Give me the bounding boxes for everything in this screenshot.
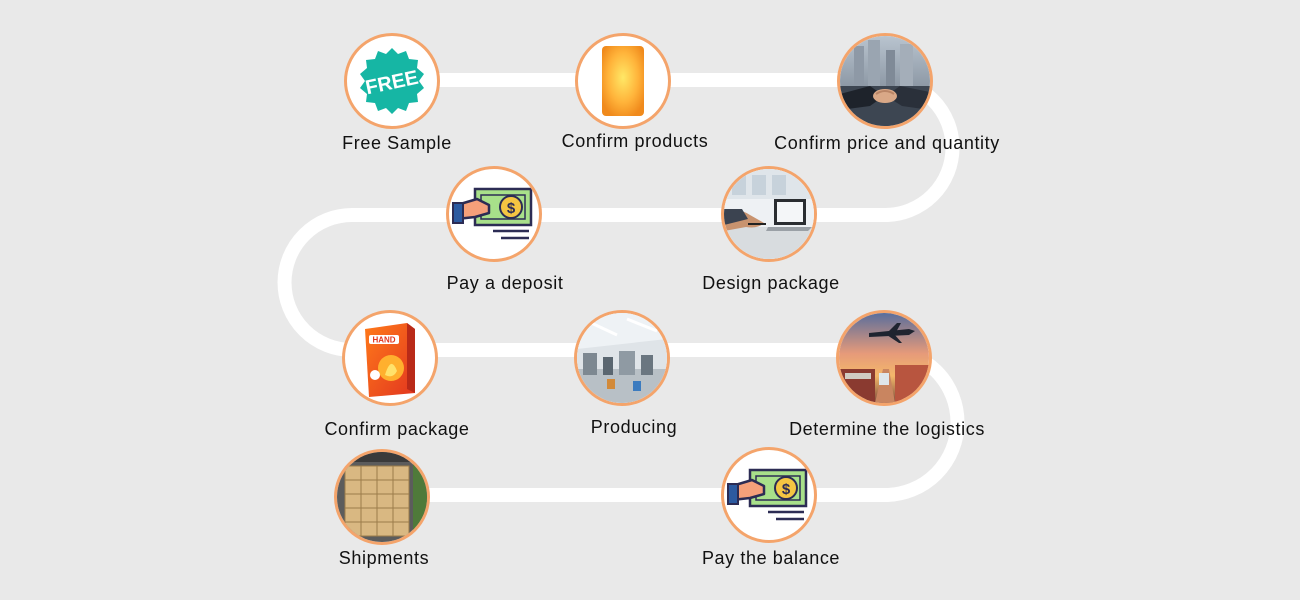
cash-payment-icon: $ — [452, 187, 533, 240]
step-confirm-package: HAND — [342, 310, 438, 406]
svg-text:HAND: HAND — [372, 336, 395, 345]
svg-text:$: $ — [782, 481, 791, 498]
product-card-icon — [602, 46, 644, 116]
step-pay-deposit: $ — [446, 166, 542, 262]
handshake-icon — [840, 36, 930, 126]
package-box-icon: HAND — [365, 323, 415, 397]
step-label: Determine the logistics — [789, 419, 985, 439]
step-design-package — [721, 166, 817, 262]
step-label: Confirm package — [324, 419, 470, 439]
laptop-design-icon — [724, 169, 814, 259]
step-label: Pay a deposit — [446, 273, 564, 293]
step-confirm-price-quantity — [837, 33, 933, 129]
svg-text:$: $ — [507, 200, 516, 217]
step-free-sample: FREE — [344, 33, 440, 129]
step-label: Pay the balance — [701, 548, 841, 568]
step-label: Free Sample — [342, 133, 452, 153]
step-label: Shipments — [338, 548, 430, 568]
step-label: Design package — [702, 273, 840, 293]
step-confirm-products — [575, 33, 671, 129]
step-label: Confirm products — [561, 131, 709, 151]
step-shipments — [334, 449, 430, 545]
step-producing — [574, 310, 670, 406]
step-pay-balance: $ — [721, 447, 817, 543]
shipping-cartons-icon — [337, 452, 427, 542]
factory-icon — [577, 313, 667, 403]
step-determine-logistics — [836, 310, 932, 406]
airplane-logistics-icon — [839, 313, 929, 403]
step-label: Producing — [590, 417, 678, 437]
cash-payment-icon: $ — [727, 468, 808, 521]
step-label: Confirm price and quantity — [774, 133, 1000, 153]
free-badge-icon: FREE — [360, 48, 424, 114]
